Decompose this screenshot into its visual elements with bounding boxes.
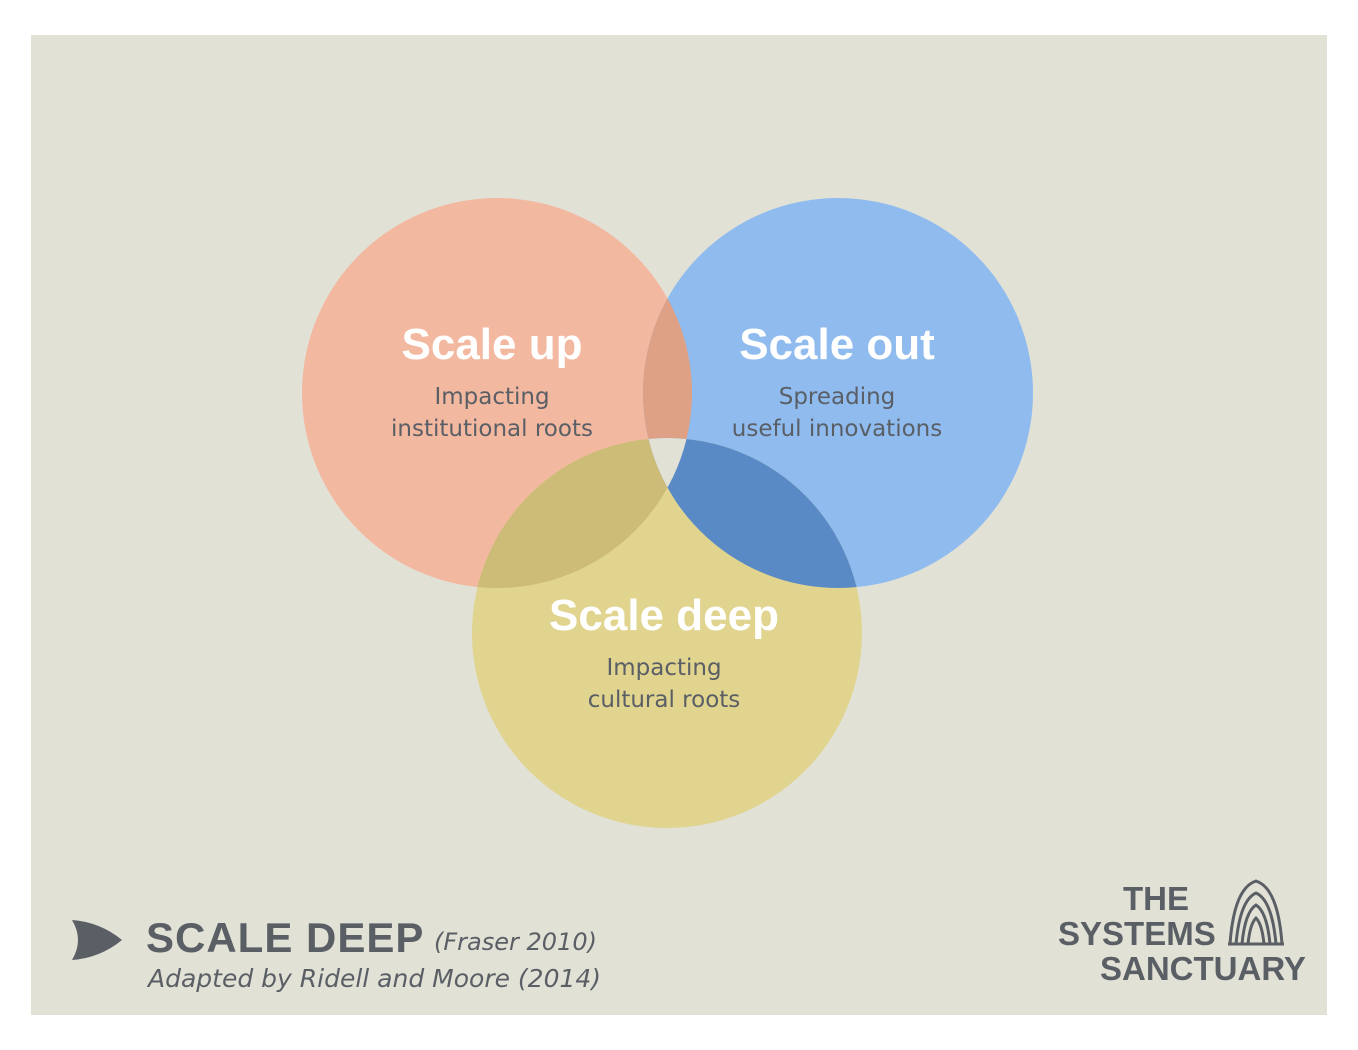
arrowhead-icon — [72, 920, 122, 960]
scale-out-title: Scale out — [739, 320, 935, 369]
overlap-out-deep — [643, 438, 862, 588]
footer-title: SCALE DEEP — [146, 914, 425, 961]
scale-out-desc-line1: Spreading — [779, 384, 896, 410]
scale-up-desc-line2: institutional roots — [391, 416, 593, 442]
overlap-up-deep — [472, 438, 692, 588]
footer-subtitle: Adapted by Ridell and Moore (2014) — [148, 964, 602, 993]
scale-deep-desc-line1: Impacting — [606, 655, 721, 681]
scale-deep-desc-line2: cultural roots — [588, 687, 741, 713]
logo-line-3: SANCTUARY — [1100, 950, 1306, 987]
footer-citation: (Fraser 2010) — [434, 928, 597, 956]
systems-sanctuary-logo: THE SYSTEMS SANCTUARY — [1050, 878, 1310, 988]
logo-line-1: THE — [1123, 880, 1189, 917]
logo-line-2: SYSTEMS — [1058, 915, 1216, 952]
scale-out-desc-line2: useful innovations — [732, 416, 942, 442]
scale-deep-title: Scale deep — [549, 591, 779, 640]
scale-up-title: Scale up — [402, 320, 583, 369]
scale-up-desc-line1: Impacting — [434, 384, 549, 410]
arch-icon — [1228, 879, 1284, 946]
